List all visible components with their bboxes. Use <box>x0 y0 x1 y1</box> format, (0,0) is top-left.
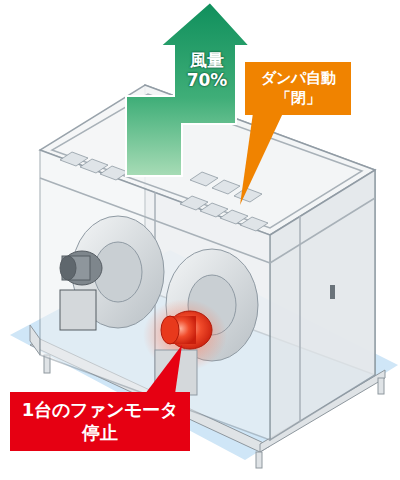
callout-text: 1台のファンモータ 停止 <box>18 398 182 445</box>
callout-text: ダンパ自動「閉」 <box>257 69 339 108</box>
airflow-label: 風量 70% <box>180 50 234 91</box>
damper-callout: ダンパ自動「閉」 <box>245 62 351 115</box>
motor-right-stopped <box>143 299 227 395</box>
callout-pointer <box>240 113 283 205</box>
motor-left <box>60 251 102 330</box>
arrow-shape <box>120 0 250 178</box>
motor-callout: 1台のファンモータ 停止 <box>10 392 190 451</box>
arrow-outline <box>126 2 250 176</box>
callout-pointer <box>145 345 182 394</box>
door-handle <box>330 285 335 299</box>
airflow-arrow: 風量 70% <box>120 0 250 178</box>
housing <box>40 85 375 440</box>
